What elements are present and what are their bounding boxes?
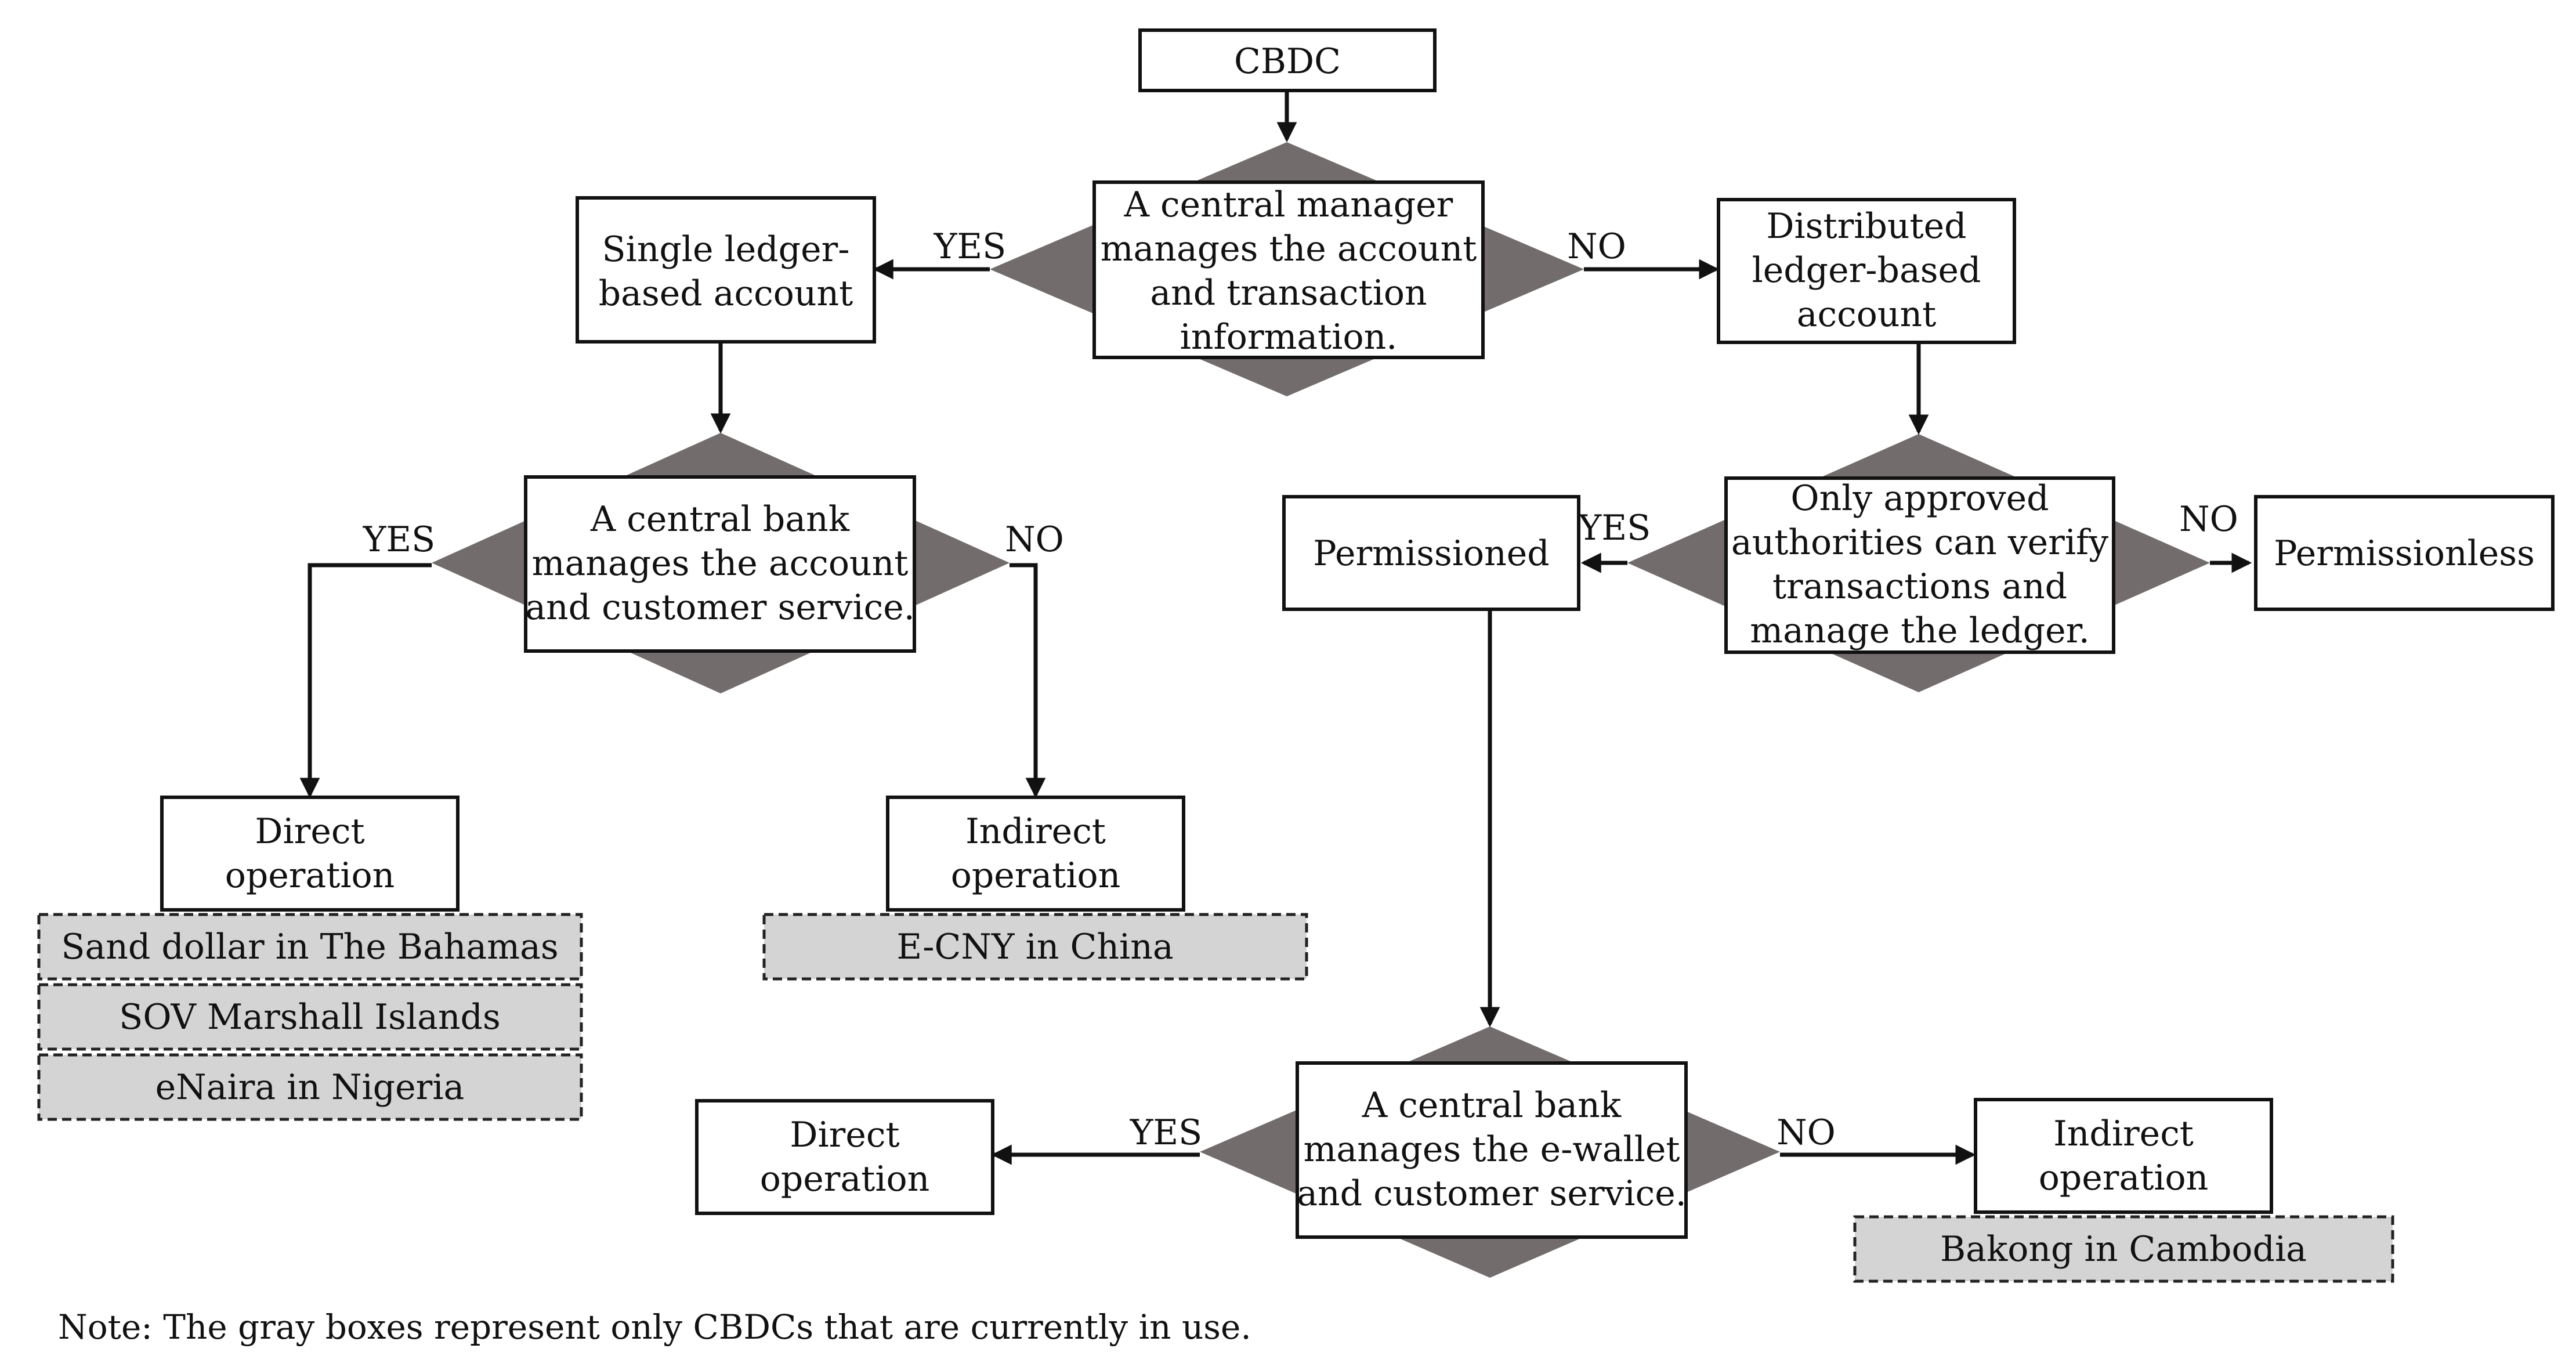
node-direct-operation-left-line-1: Direct — [255, 811, 364, 852]
edge-label-no-q1: NO — [1567, 226, 1626, 267]
node-permissioned-label: Permissioned — [1313, 533, 1549, 574]
decision-central-bank-account-line-3: and customer service. — [525, 587, 915, 628]
decision-central-bank-account-line-2: manages the account — [532, 543, 909, 584]
decision-central-bank-ewallet-line-3: and customer service. — [1297, 1173, 1687, 1214]
decision-approved-authorities-line-4: manage the ledger. — [1750, 610, 2090, 651]
example-box-bakong: Bakong in Cambodia — [1853, 1215, 2394, 1283]
decision-approved-authorities-line-3: transactions and — [1772, 566, 2067, 607]
example-sov-label: SOV Marshall Islands — [119, 997, 500, 1038]
edge-q2-no-indirect — [1010, 563, 1046, 798]
edge-q2-yes-direct — [299, 563, 432, 798]
edge-label-no-q2: NO — [1005, 519, 1064, 560]
decision-central-manager: A central manager manages the account an… — [1092, 180, 1485, 359]
decision-central-bank-account: A central bank manages the account and c… — [524, 475, 916, 653]
edge-label-yes-q1: YES — [934, 226, 1007, 267]
example-box-enaira: eNaira in Nigeria — [37, 1053, 583, 1121]
footnote: Note: The gray boxes represent only CBDC… — [58, 1307, 1251, 1347]
node-distributed-ledger-line-2: ledger-based — [1752, 250, 1981, 291]
decision-central-manager-line-1: A central manager — [1124, 185, 1453, 225]
decision-central-manager-line-3: and transaction — [1150, 273, 1427, 313]
example-bakong-label: Bakong in Cambodia — [1940, 1229, 2307, 1270]
edge-label-yes-q2: YES — [363, 519, 436, 560]
decision-central-bank-ewallet: A central bank manages the e-wallet and … — [1296, 1061, 1688, 1239]
example-box-sand-dollar: Sand dollar in The Bahamas — [37, 913, 583, 981]
node-indirect-operation-left-line-1: Indirect — [965, 811, 1106, 852]
node-direct-operation-bottom-line-2: operation — [760, 1159, 930, 1199]
node-cbdc-label: CBDC — [1234, 41, 1341, 82]
edge-label-yes-q3: YES — [1578, 508, 1651, 548]
node-single-ledger-line-1: Single ledger- — [602, 229, 849, 270]
node-permissionless: Permissionless — [2254, 495, 2555, 611]
decision-central-bank-ewallet-line-2: manages the e-wallet — [1303, 1129, 1680, 1170]
example-ecny-label: E-CNY in China — [896, 927, 1173, 967]
example-box-sov: SOV Marshall Islands — [37, 983, 583, 1051]
node-direct-operation-left-line-2: operation — [225, 855, 395, 896]
node-cbdc: CBDC — [1138, 28, 1437, 92]
node-permissionless-label: Permissionless — [2274, 533, 2535, 574]
node-indirect-operation-bottom-line-1: Indirect — [2053, 1114, 2194, 1154]
example-enaira-label: eNaira in Nigeria — [155, 1067, 465, 1108]
node-indirect-operation-left-line-2: operation — [951, 855, 1121, 896]
connectors — [299, 92, 2252, 1165]
node-distributed-ledger-line-3: account — [1797, 294, 1937, 335]
decision-approved-authorities: Only approved authorities can verify tra… — [1724, 476, 2115, 654]
edge-label-no-q3: NO — [2179, 499, 2238, 540]
node-permissioned: Permissioned — [1282, 495, 1580, 611]
decision-central-bank-account-line-1: A central bank — [590, 499, 850, 540]
node-distributed-ledger: Distributed ledger-based account — [1717, 198, 2016, 344]
example-box-ecny: E-CNY in China — [762, 913, 1308, 981]
decision-central-manager-line-2: manages the account — [1101, 229, 1477, 269]
node-indirect-operation-left: Indirect operation — [886, 796, 1185, 912]
edge-label-no-q4: NO — [1777, 1112, 1836, 1153]
node-single-ledger: Single ledger- based account — [576, 196, 876, 344]
decision-approved-authorities-line-1: Only approved — [1790, 478, 2049, 519]
node-distributed-ledger-line-1: Distributed — [1766, 206, 1966, 247]
edge-label-yes-q4: YES — [1130, 1112, 1203, 1153]
node-indirect-operation-bottom-line-2: operation — [2039, 1158, 2209, 1198]
decision-central-manager-line-4: information. — [1180, 317, 1398, 357]
example-sand-dollar-label: Sand dollar in The Bahamas — [61, 927, 558, 967]
node-indirect-operation-bottom: Indirect operation — [1974, 1098, 2273, 1214]
node-direct-operation-bottom: Direct operation — [695, 1099, 994, 1215]
decision-approved-authorities-line-2: authorities can verify — [1731, 522, 2108, 563]
node-direct-operation-left: Direct operation — [160, 796, 460, 912]
node-direct-operation-bottom-line-1: Direct — [790, 1115, 899, 1155]
node-single-ledger-line-2: based account — [599, 273, 853, 314]
decision-central-bank-ewallet-line-1: A central bank — [1362, 1085, 1622, 1126]
